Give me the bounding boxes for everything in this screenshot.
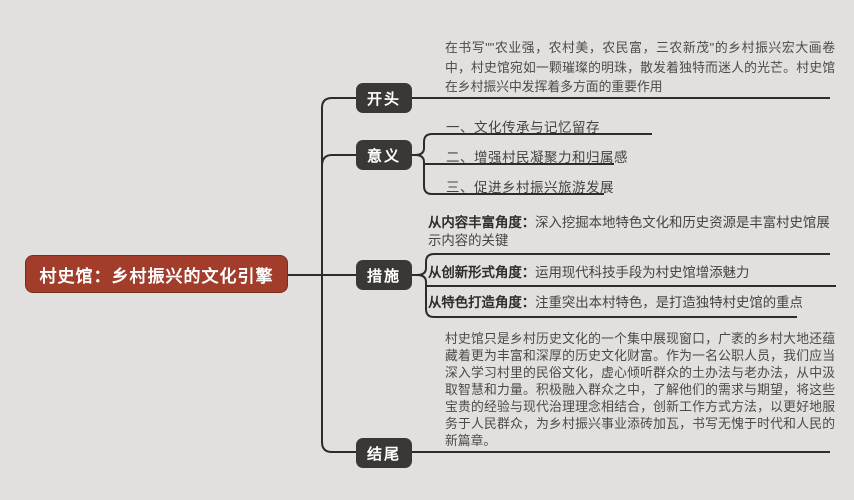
yiyi-item-1[interactable]: 一、文化传承与记忆留存 xyxy=(446,120,600,135)
jiewei-paragraph[interactable]: 村史馆只是乡村历史文化的一个集中展现窗口，广袤的乡村大地还蕴藏着更为丰富和深厚的… xyxy=(445,331,835,448)
branch-label-kaitou: 开头 xyxy=(366,90,401,108)
cuoshi-item-2[interactable]: 从创新形式角度：运用现代科技手段为村史馆增添魅力 xyxy=(428,264,840,282)
cuoshi-item-2-text: 运用现代科技手段为村史馆增添魅力 xyxy=(535,265,750,280)
branch-node-yiyi[interactable]: 意义 xyxy=(356,140,412,170)
cuoshi-item-1[interactable]: 从内容丰富角度：深入挖掘本地特色文化和历史资源是丰富村史馆展示内容的关键 xyxy=(428,214,832,249)
branch-label-jiewei: 结尾 xyxy=(366,445,401,463)
branch-node-kaitou[interactable]: 开头 xyxy=(356,83,412,113)
yiyi-item-2[interactable]: 二、增强村民凝聚力和归属感 xyxy=(446,150,628,165)
root-node[interactable]: 村史馆：乡村振兴的文化引擎 xyxy=(25,255,288,293)
kaitou-paragraph[interactable]: 在书写""农业强，农村美，农民富，三农新茂"的乡村振兴宏大画卷中，村史馆宛如一颗… xyxy=(445,40,835,94)
branch-node-jiewei[interactable]: 结尾 xyxy=(356,438,412,468)
root-title: 村史馆：乡村振兴的文化引擎 xyxy=(39,266,274,286)
cuoshi-item-2-prefix: 从创新形式角度： xyxy=(428,265,536,280)
yiyi-item-3[interactable]: 三、促进乡村振兴旅游发展 xyxy=(446,180,614,195)
cuoshi-item-3-text: 注重突出本村特色，是打造独特村史馆的重点 xyxy=(535,295,803,310)
cuoshi-item-3[interactable]: 从特色打造角度：注重突出本村特色，是打造独特村史馆的重点 xyxy=(428,294,803,312)
cuoshi-item-3-prefix: 从特色打造角度： xyxy=(428,295,536,310)
cuoshi-item-1-prefix: 从内容丰富角度： xyxy=(428,215,536,230)
branch-label-cuoshi: 措施 xyxy=(366,267,401,285)
branch-label-yiyi: 意义 xyxy=(366,147,401,165)
branch-node-cuoshi[interactable]: 措施 xyxy=(356,260,412,290)
